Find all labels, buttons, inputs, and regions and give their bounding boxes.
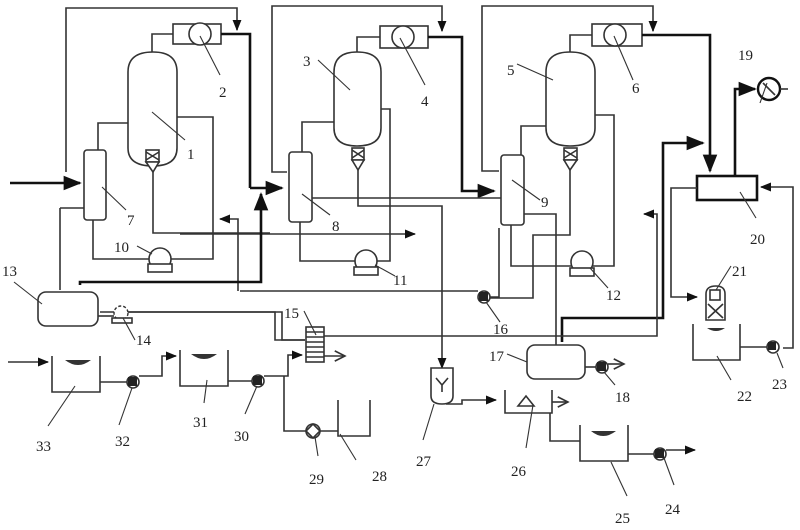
pipe-14-to-15	[128, 311, 305, 341]
pipe-1-bottom	[152, 172, 270, 234]
reactor-1	[127, 51, 178, 174]
label-29: 29	[309, 472, 324, 488]
hopper-27	[430, 367, 454, 405]
separator-9	[500, 154, 525, 226]
separator-8	[288, 151, 313, 223]
label-13: 13	[2, 264, 17, 280]
label-17: 17	[489, 349, 505, 365]
pipe-7-to-1	[97, 122, 128, 150]
pipe-8-to-3	[301, 121, 334, 152]
reactor-5	[545, 51, 596, 172]
label-26: 26	[511, 464, 527, 480]
label-14: 14	[136, 333, 152, 349]
unit-20	[695, 174, 759, 202]
label-22: 22	[737, 389, 752, 405]
tank-28	[337, 400, 371, 437]
pipe-23-to-20	[759, 182, 794, 349]
tank-13	[37, 291, 99, 327]
label-11: 11	[393, 273, 407, 289]
settler-26	[504, 390, 553, 414]
label-28: 28	[372, 469, 387, 485]
reactor-3	[333, 51, 382, 172]
label-32: 32	[115, 434, 130, 450]
pipe-compressor2-out	[221, 32, 252, 188]
pump-14	[111, 305, 133, 324]
pipe-5-to-pump12	[593, 114, 615, 267]
pipe-27-to-26	[446, 395, 498, 405]
label-31: 31	[193, 415, 208, 431]
tank-33	[51, 356, 101, 393]
label-3: 3	[303, 54, 311, 70]
label-5: 5	[507, 63, 515, 79]
pipe-recycle-7	[65, 7, 242, 172]
pipe-reactor3-compressor4	[356, 36, 380, 52]
tank-25	[579, 425, 629, 462]
pipe-13-to-8	[78, 192, 269, 285]
pipe-30-to-29	[283, 376, 306, 432]
pump-12	[569, 250, 595, 277]
label-6: 6	[632, 81, 640, 97]
label-27: 27	[416, 454, 432, 470]
pump-18	[595, 360, 609, 374]
separator-7	[83, 149, 107, 221]
label-24: 24	[665, 502, 681, 518]
pump-32	[126, 375, 140, 389]
pipe-9-to-17	[524, 213, 557, 345]
label-4: 4	[421, 94, 429, 110]
label-16: 16	[493, 322, 509, 338]
pipe-8-to-pump11	[299, 222, 355, 262]
pipe-16-up	[490, 228, 500, 298]
label-9: 9	[541, 195, 549, 211]
label-10: 10	[114, 240, 129, 256]
pump-23	[766, 340, 780, 354]
pipe-17-to-20	[560, 135, 705, 342]
label-20: 20	[750, 232, 765, 248]
pipe-20-to-21	[670, 187, 699, 302]
leader-lines	[13, 35, 784, 497]
label-23: 23	[772, 377, 787, 393]
pipe-32-to-31	[139, 351, 178, 377]
pump-30	[251, 374, 265, 388]
label-19: 19	[738, 48, 753, 64]
compressor-4	[379, 25, 429, 49]
unit-21	[705, 285, 726, 331]
label-21: 21	[732, 264, 747, 280]
tank-17	[526, 344, 586, 380]
pipe-recycle-8	[271, 5, 447, 173]
pipe-recycle-9	[481, 5, 658, 172]
label-2: 2	[219, 85, 227, 101]
pipe-return-1	[218, 214, 239, 291]
label-12: 12	[606, 288, 621, 304]
pipe-3-bottom	[357, 170, 443, 355]
pipe-26-to-25	[549, 413, 580, 442]
tank-22	[692, 324, 741, 361]
label-33: 33	[36, 439, 51, 455]
pump-11	[353, 249, 379, 276]
valve-29	[304, 422, 322, 440]
label-30: 30	[234, 429, 249, 445]
pump-10	[147, 247, 173, 273]
pipe-reactor1-compressor2	[151, 33, 173, 52]
label-25: 25	[615, 511, 630, 527]
pipe-9-to-pump12	[510, 225, 571, 267]
label-15: 15	[284, 306, 299, 322]
pipe-1-to-pump10	[171, 116, 214, 260]
pipe-20-to-19	[733, 81, 757, 176]
pipe-5-bottom	[488, 170, 571, 299]
pipe-compressor4-out	[428, 35, 496, 199]
pipe-reactor5-compressor6	[569, 34, 592, 52]
pipe-9-to-5	[520, 125, 546, 155]
label-18: 18	[615, 390, 630, 406]
pipe-30-to-15	[264, 350, 304, 377]
label-8: 8	[332, 219, 340, 235]
label-1: 1	[187, 147, 195, 163]
pipe-3-to-pump11	[377, 108, 391, 262]
pipe-compressor6-to-20	[642, 33, 718, 173]
compressor-2	[172, 22, 222, 46]
tank-31	[179, 350, 229, 387]
label-7: 7	[127, 213, 135, 229]
pipe-7-to-pump10	[92, 220, 149, 260]
pump-16	[477, 290, 491, 304]
